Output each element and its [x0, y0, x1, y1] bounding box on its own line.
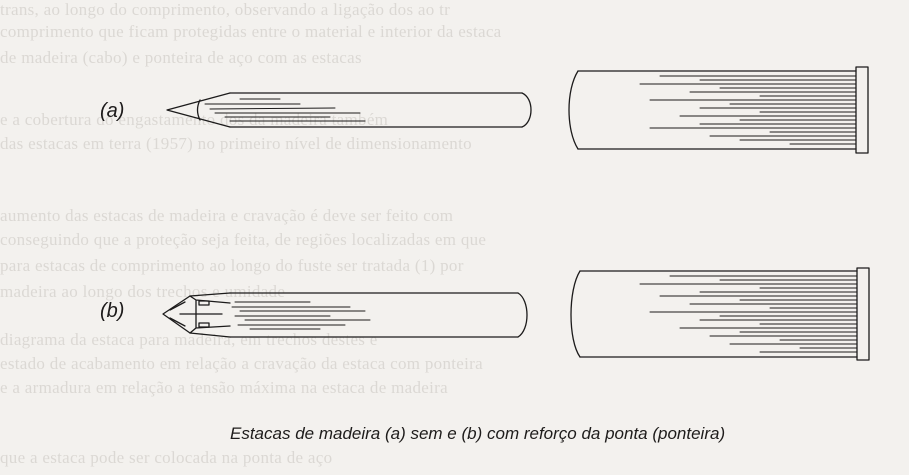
pile-b-head-plate [856, 267, 870, 361]
background-text-line: para estacas de comprimento ao longo do … [0, 256, 464, 275]
pile-a-tip-inner [196, 99, 201, 121]
background-text-line: e a cobertura do engastamento dos da mad… [0, 110, 389, 129]
background-text-line: madeira ao longo dos trechos e umidade [0, 282, 286, 301]
pile-b-shoe-tip-lines [169, 301, 223, 327]
pile-b-shoe-bolt-2 [198, 322, 210, 328]
background-text-line: diagrama da estaca para madeira, em trec… [0, 330, 378, 349]
pile-b-break-left [517, 292, 528, 338]
background-text-line: e a armadura em relação a tensão máxima … [0, 378, 448, 397]
background-text-line: estado de acabamento em relação a cravaç… [0, 354, 483, 373]
background-text-line: conseguindo que a proteção seja feita, d… [0, 230, 487, 249]
pile-a-tip [166, 92, 231, 128]
pile-a-break-right [568, 70, 579, 150]
pile-b [162, 267, 870, 361]
background-text-line: trans, ao longo do comprimento, observan… [0, 0, 451, 19]
pile-a-grain-tip [204, 98, 366, 122]
pile-b-grain-head [639, 275, 858, 353]
label-b: (b) [100, 300, 125, 322]
pile-b-shoe-bolt-1 [198, 300, 210, 306]
background-text-line: de madeira (cabo) e ponteira de aço com … [0, 48, 362, 67]
background-text-line: das estacas em terra (1957) no primeiro … [0, 134, 472, 153]
background-text-line: comprimento que ficam protegidas entre o… [0, 22, 502, 41]
background-text-line: que a estaca pode ser colocada na ponta … [0, 448, 333, 467]
figure-caption: Estacas de madeira (a) sem e (b) com ref… [230, 424, 726, 443]
pile-b-shoe-outline [162, 292, 231, 338]
pile-a-grain-head [639, 75, 857, 145]
pile-b-break-right [570, 270, 581, 358]
background-text-line: aumento das estacas de madeira e cravaçã… [0, 206, 454, 225]
label-a: (a) [100, 100, 125, 122]
pile-a-head-plate [855, 66, 869, 154]
pile-a-break-left [521, 92, 532, 128]
pile-b-grain-tip [231, 301, 371, 330]
pile-a [166, 66, 869, 154]
